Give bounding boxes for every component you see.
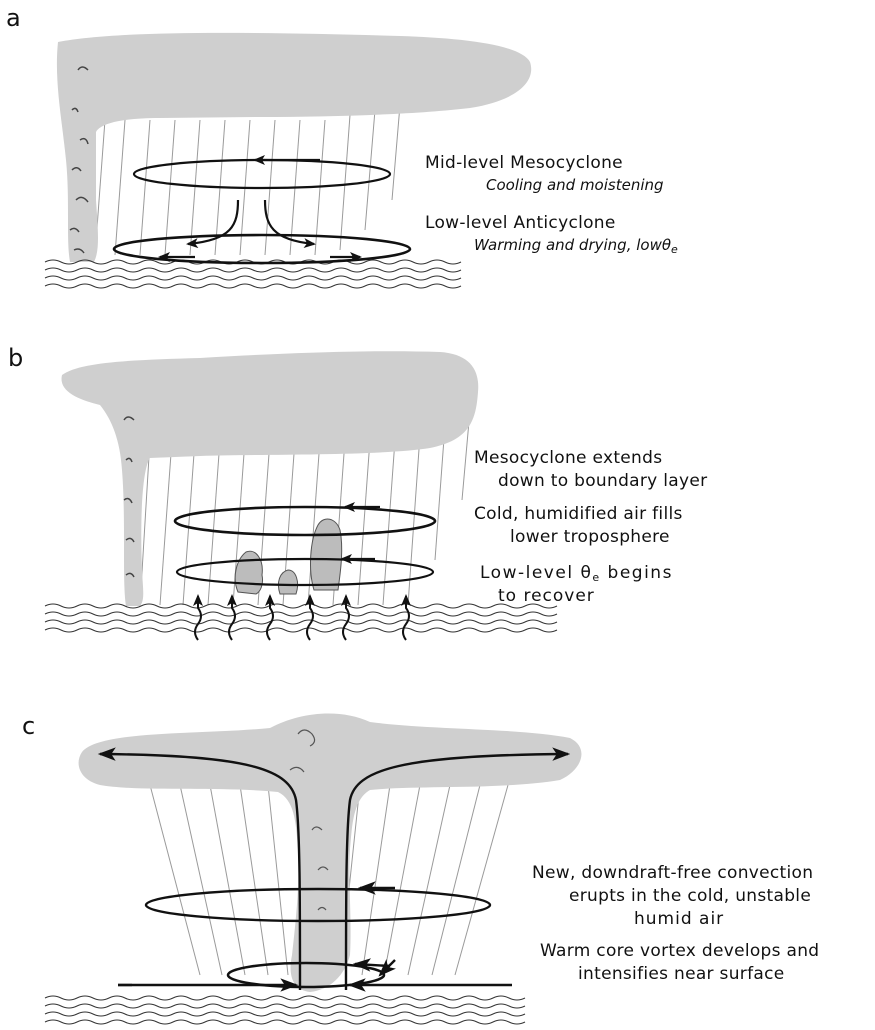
panel-c-line-1: New, downdraft-free convection: [532, 862, 813, 884]
panel-c-line-3: humid air: [634, 908, 724, 930]
mid-mesocyclone-ring-a: [134, 160, 390, 188]
panel-a-low-subtitle-text: Warming and drying, low: [474, 236, 662, 254]
panel-b-line-3: Cold, humidified air fills: [474, 503, 683, 525]
sea-surface-c: [45, 996, 525, 1024]
panel-b-line-1: Mesocyclone extends: [474, 447, 662, 469]
surface-vortex-arrow2-c: [380, 960, 395, 975]
panel-c-letter: c: [22, 712, 35, 740]
downdraft-right-a: [265, 200, 314, 244]
panel-b-line-6: to recover: [498, 585, 595, 607]
theta-symbol-a: θ: [662, 236, 671, 254]
theta-subscript-a: e: [671, 243, 678, 256]
surface-flux-arrows-b: [195, 596, 409, 640]
mesocyclone-lower-ring-b: [177, 559, 433, 585]
panel-c-line-2: erupts in the cold, unstable: [569, 885, 811, 907]
panel-a-mid-subtitle: Cooling and moistening: [486, 174, 664, 196]
theta-symbol-b: θ: [580, 563, 592, 583]
anvil-cloud-b: [62, 351, 479, 606]
panel-c-line-4: Warm core vortex develops and: [540, 940, 819, 962]
rain-streaks-a: [95, 105, 400, 255]
panel-a-low-title: Low-level Anticyclone: [425, 212, 616, 234]
low-anticyclone-ring-a: [114, 235, 410, 263]
theta-subscript-b: e: [592, 571, 600, 584]
sea-surface-b: [45, 604, 557, 632]
panel-b-letter: b: [8, 344, 23, 372]
panel-c-line-5: intensifies near surface: [578, 963, 784, 985]
panel-b-line-5-prefix: Low-level: [480, 563, 574, 583]
panel-a-mid-title: Mid-level Mesocyclone: [425, 152, 623, 174]
panel-a-letter: a: [6, 4, 21, 32]
panel-c: [45, 713, 581, 1024]
panel-b-line-2: down to boundary layer: [498, 470, 707, 492]
panel-b-line-5-suffix: begins: [608, 563, 673, 583]
panel-b-line-4: lower troposphere: [510, 526, 670, 548]
panel-b: [45, 351, 557, 640]
panel-a-low-subtitle: Warming and drying, lowθe: [474, 234, 678, 261]
